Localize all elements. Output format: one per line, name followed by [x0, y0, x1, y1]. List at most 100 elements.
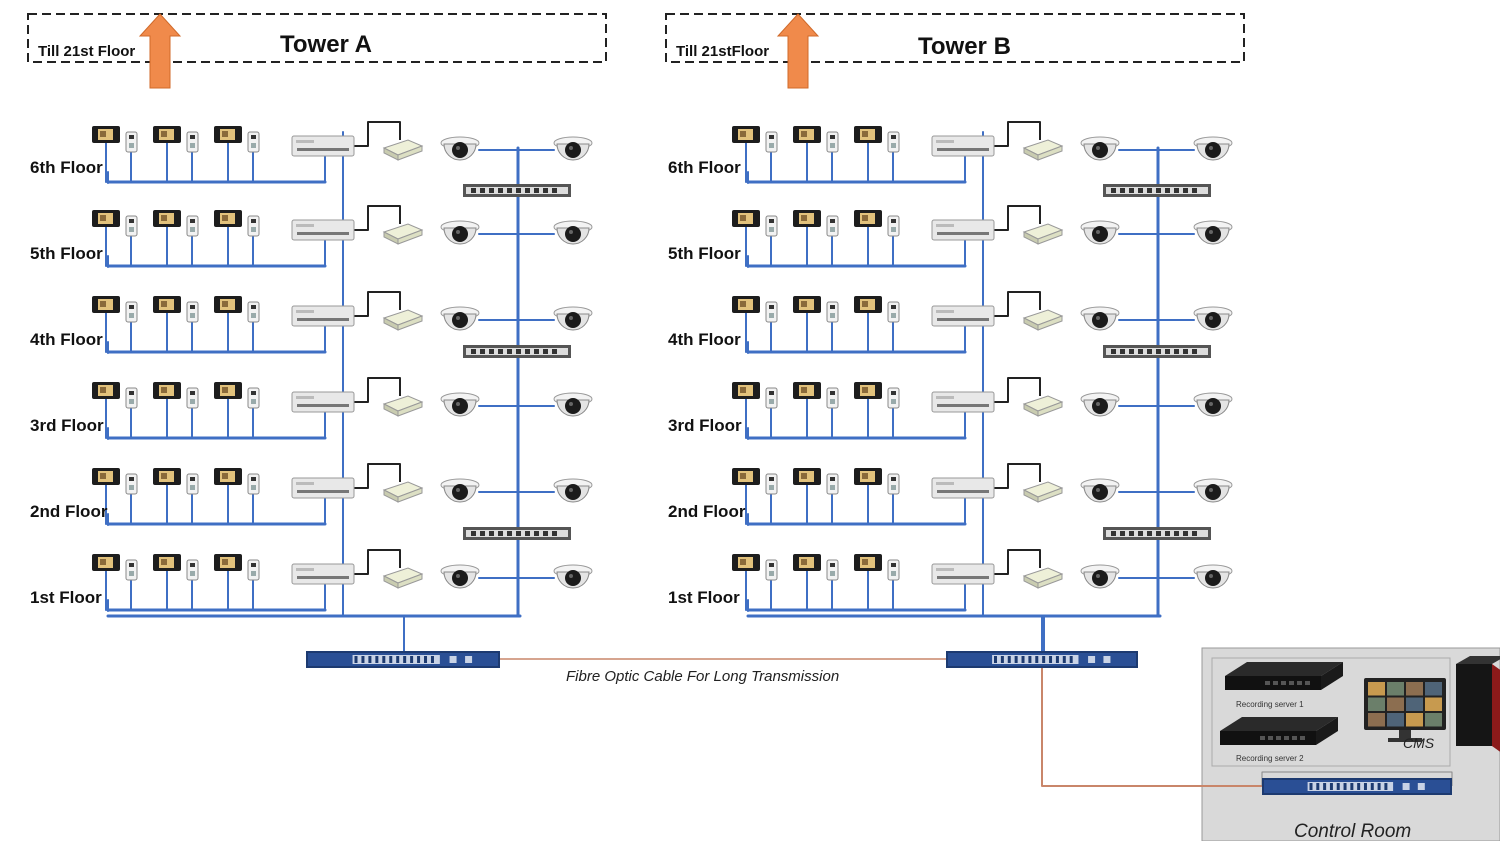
cable [354, 463, 401, 489]
network-switch-icon [463, 184, 571, 197]
door-station-icon [125, 473, 138, 495]
power-supply-icon [382, 223, 424, 245]
dome-camera-icon [1080, 220, 1120, 245]
door-station-icon [826, 301, 839, 323]
video-door-phone-icon [214, 382, 242, 399]
door-station-icon [186, 387, 199, 409]
up-arrow-icon [138, 13, 182, 89]
core-switch-icon [946, 651, 1138, 668]
cable [1041, 667, 1262, 787]
poe-switch-icon [931, 135, 995, 157]
door-station-icon [887, 559, 900, 581]
poe-switch-icon [291, 135, 355, 157]
till-label-b: Till 21stFloor [676, 43, 769, 60]
server1-label: Recording server 1 [1236, 700, 1304, 709]
floor-label-a: 3rd Floor [30, 416, 104, 435]
power-supply-icon [1022, 567, 1064, 589]
floor-label-a: 5th Floor [30, 244, 103, 263]
cable [994, 463, 1041, 489]
door-station-icon [887, 473, 900, 495]
dome-camera-icon [1193, 136, 1233, 161]
dome-camera-icon [553, 392, 593, 417]
video-door-phone-icon [793, 126, 821, 143]
network-switch-icon [1103, 527, 1211, 540]
video-door-phone-icon [732, 210, 760, 227]
network-switch-icon [1103, 345, 1211, 358]
cable [994, 549, 1041, 575]
cable [994, 291, 1041, 317]
door-station-icon [826, 387, 839, 409]
dome-camera-icon [440, 306, 480, 331]
power-supply-icon [1022, 139, 1064, 161]
dome-camera-icon [1080, 564, 1120, 589]
dome-camera-icon [1193, 220, 1233, 245]
video-door-phone-icon [92, 296, 120, 313]
nvr-icon [1225, 662, 1343, 690]
floor-label-b: 4th Floor [668, 330, 741, 349]
floor-label-b: 6th Floor [668, 158, 741, 177]
door-station-icon [765, 559, 778, 581]
cable [994, 377, 1041, 403]
dome-camera-icon [553, 136, 593, 161]
dome-camera-icon [440, 136, 480, 161]
up-arrow-icon [776, 13, 820, 89]
network-switch-icon [463, 527, 571, 540]
cms-label: CMS [1403, 735, 1435, 751]
cable [354, 291, 401, 317]
tower-a-title: Tower A [280, 31, 372, 58]
video-door-phone-icon [732, 126, 760, 143]
poe-switch-icon [931, 391, 995, 413]
video-door-phone-icon [214, 554, 242, 571]
workstation-icon [1364, 656, 1500, 752]
door-station-icon [765, 301, 778, 323]
video-door-phone-icon [854, 210, 882, 227]
door-station-icon [125, 387, 138, 409]
door-station-icon [247, 301, 260, 323]
door-station-icon [765, 387, 778, 409]
door-station-icon [125, 301, 138, 323]
video-door-phone-icon [854, 554, 882, 571]
door-station-icon [826, 559, 839, 581]
floor-label-a: 4th Floor [30, 330, 103, 349]
dome-camera-icon [1193, 306, 1233, 331]
floor-label-b: 3rd Floor [668, 416, 742, 435]
door-station-icon [186, 559, 199, 581]
video-door-phone-icon [92, 210, 120, 227]
control-room-title: Control Room [1294, 821, 1411, 841]
video-door-phone-icon [153, 126, 181, 143]
video-door-phone-icon [793, 382, 821, 399]
cable [994, 205, 1041, 231]
fibre-label: Fibre Optic Cable For Long Transmission [566, 668, 839, 685]
door-station-icon [247, 473, 260, 495]
video-door-phone-icon [793, 554, 821, 571]
door-station-icon [826, 473, 839, 495]
video-door-phone-icon [153, 554, 181, 571]
power-supply-icon [382, 481, 424, 503]
door-station-icon [247, 131, 260, 153]
poe-switch-icon [931, 305, 995, 327]
video-door-phone-icon [214, 468, 242, 485]
door-station-icon [826, 215, 839, 237]
door-station-icon [887, 131, 900, 153]
video-door-phone-icon [793, 296, 821, 313]
control-room-inner-frame [1211, 657, 1451, 767]
dome-camera-icon [1080, 478, 1120, 503]
power-supply-icon [382, 395, 424, 417]
power-supply-icon [1022, 223, 1064, 245]
door-station-icon [247, 559, 260, 581]
dome-camera-icon [1193, 478, 1233, 503]
door-station-icon [887, 215, 900, 237]
cable [354, 121, 401, 147]
door-station-icon [765, 215, 778, 237]
power-supply-icon [382, 139, 424, 161]
video-door-phone-icon [92, 468, 120, 485]
video-door-phone-icon [854, 382, 882, 399]
video-door-phone-icon [92, 382, 120, 399]
door-station-icon [826, 131, 839, 153]
floor-label-a: 1st Floor [30, 588, 102, 607]
dome-camera-icon [1080, 306, 1120, 331]
server2-label: Recording server 2 [1236, 754, 1304, 763]
poe-switch-icon [931, 477, 995, 499]
video-door-phone-icon [793, 210, 821, 227]
